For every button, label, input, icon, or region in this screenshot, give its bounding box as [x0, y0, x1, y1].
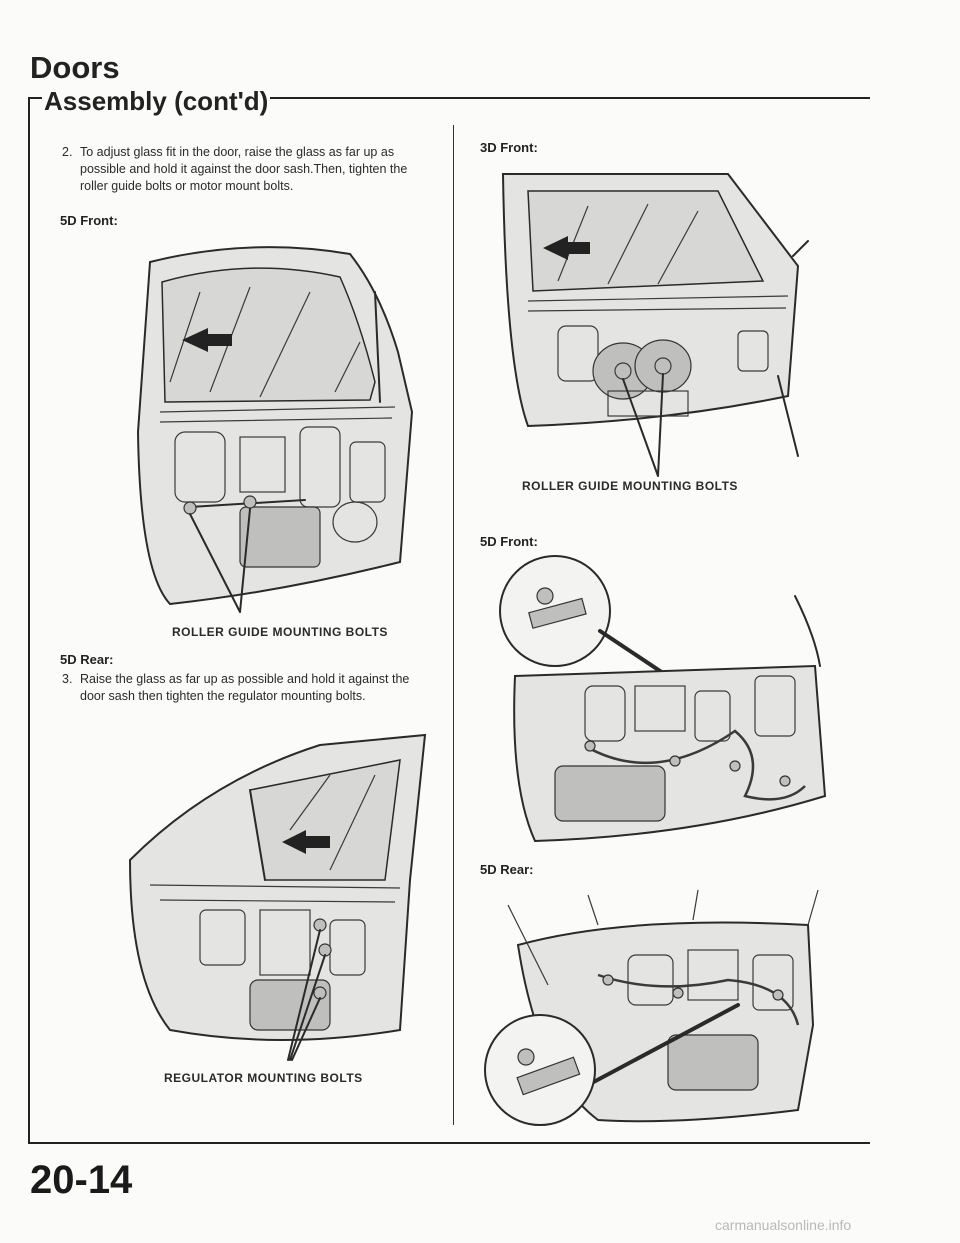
bracket-left	[28, 98, 30, 1143]
header-rule	[270, 97, 870, 99]
section-title: Doors	[30, 50, 120, 85]
fig4-label: 5D Front:	[480, 534, 538, 549]
column-divider	[453, 125, 454, 1125]
fig5-label: 5D Rear:	[480, 862, 534, 877]
fig3-caption: ROLLER GUIDE MOUNTING BOLTS	[522, 479, 738, 493]
fig3-label: 3D Front:	[480, 140, 538, 155]
step-3-number: 3.	[62, 672, 73, 686]
fig5-5d-rear-wiring-illustration	[484, 889, 819, 1126]
subsection-title: Assembly (cont'd)	[44, 86, 269, 116]
fig3-3d-front-door-illustration	[501, 173, 809, 477]
fig1-5d-front-door-illustration	[136, 246, 414, 613]
fig2-5d-rear-door-illustration	[128, 733, 427, 1061]
step-2: 2. To adjust glass fit in the door, rais…	[62, 144, 432, 195]
step-3: 3. Raise the glass as far up as possible…	[62, 671, 432, 705]
page-number: 20-14	[30, 1158, 133, 1202]
fig1-caption: ROLLER GUIDE MOUNTING BOLTS	[172, 625, 388, 639]
step-2-text: To adjust glass fit in the door, raise t…	[80, 145, 408, 193]
footer-watermark-url: carmanualsonline.info	[715, 1217, 852, 1233]
fig2-caption: REGULATOR MOUNTING BOLTS	[164, 1071, 363, 1085]
step-2-number: 2.	[62, 145, 73, 159]
fig4-5d-front-wiring-illustration	[499, 555, 827, 843]
step-3-text: Raise the glass as far up as possible an…	[80, 672, 410, 703]
bracket-top	[28, 97, 42, 99]
fig1-label: 5D Front:	[60, 213, 118, 228]
fig2-label: 5D Rear:	[60, 652, 114, 667]
footer-rule	[28, 1142, 870, 1144]
